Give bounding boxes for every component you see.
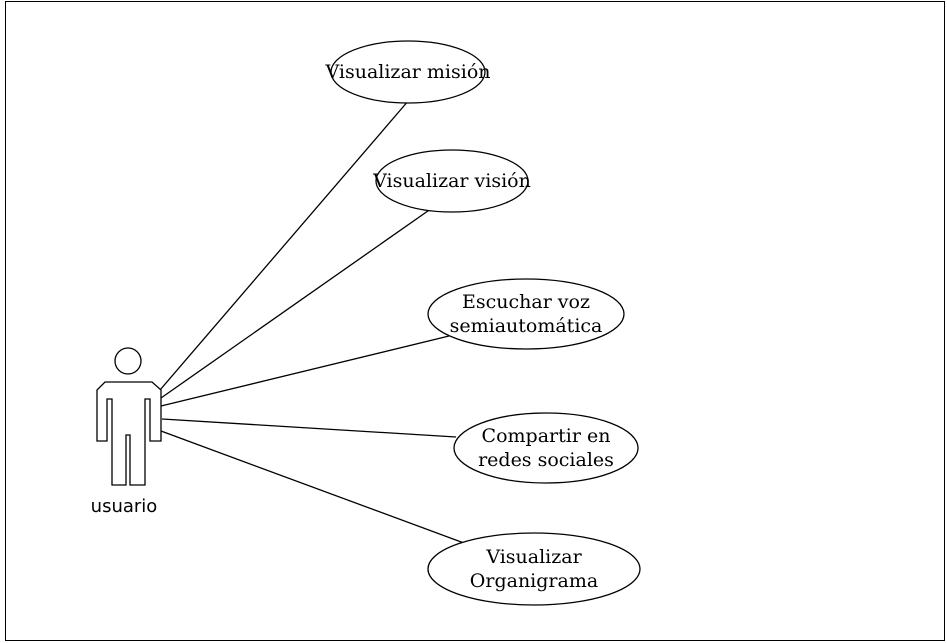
diagram-frame bbox=[5, 1, 945, 641]
association-line bbox=[160, 430, 473, 547]
use-case-label: Visualizar bbox=[485, 546, 582, 568]
actor-label: usuario bbox=[91, 496, 158, 517]
use-case-ellipse bbox=[375, 149, 529, 213]
association-lines bbox=[159, 99, 473, 547]
use-case-ellipse bbox=[330, 40, 486, 104]
actor-head bbox=[114, 347, 142, 375]
use-case-label: Compartir en bbox=[482, 425, 611, 447]
use-case: Visualizar visión bbox=[372, 149, 531, 213]
association-line bbox=[160, 335, 450, 407]
use-case-ellipse bbox=[427, 532, 641, 606]
use-case-ellipse bbox=[427, 278, 625, 350]
use-case-label: Visualizar visión bbox=[372, 170, 531, 192]
use-case-label: semiautomática bbox=[450, 315, 603, 337]
use-case: Visualizar misión bbox=[325, 40, 491, 104]
actor-body bbox=[96, 381, 162, 486]
use-case-label: redes sociales bbox=[478, 449, 614, 471]
association-line bbox=[159, 99, 410, 391]
use-case-label: Organigrama bbox=[470, 570, 598, 592]
use-case-label: Visualizar misión bbox=[325, 61, 491, 83]
use-case-label: Escuchar voz bbox=[462, 291, 590, 313]
use-case-ellipse bbox=[453, 412, 639, 484]
association-line bbox=[160, 205, 436, 399]
actor-usuario: usuario bbox=[91, 347, 162, 517]
association-line bbox=[161, 418, 457, 438]
